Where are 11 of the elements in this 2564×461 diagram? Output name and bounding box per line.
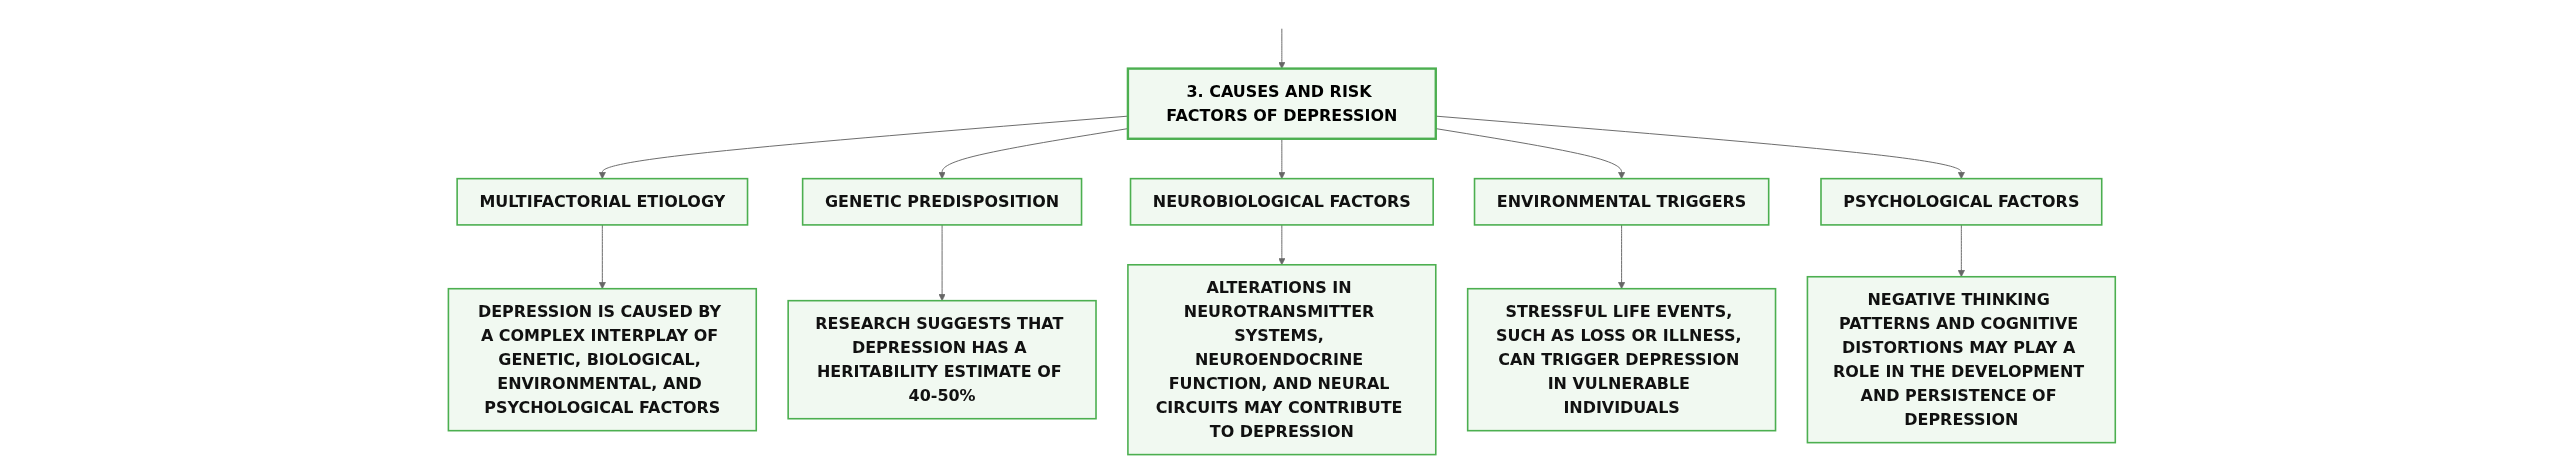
node-box: 3. CAUSES AND RISK FACTORS OF DEPRESSION (1126, 67, 1438, 140)
node-box: NEGATIVE THINKING PATTERNS AND COGNITIVE DISTORTIONS MAY PLAY A ROLE IN THE DEVELOPMENT AND PERSISTENCE OF DEPRESSION (1806, 275, 2117, 444)
node-box: RESEARCH SUGGESTS THAT DEPRESSION HAS A HERITABILITY ESTIMATE OF 40-50% (787, 299, 1097, 420)
node-box: ENVIRONMENTAL TRIGGERS (1473, 177, 1770, 226)
node-box: NEUROBIOLOGICAL FACTORS (1129, 177, 1435, 226)
node-box: DEPRESSION IS CAUSED BY A COMPLEX INTERPLAY OF GENETIC, BIOLOGICAL, ENVIRONMENTAL, AND PSYCHOLOGICAL FACTORS (447, 287, 758, 432)
node-box: PSYCHOLOGICAL FACTORS (1820, 177, 2103, 226)
node-box: ALTERATIONS IN NEUROTRANSMITTER SYSTEMS, NEUROENDOCRINE FUNCTION, AND NEURAL CIRCUITS MAY CONTRIBUTE TO DEPRESSION (1127, 264, 1437, 456)
node-box: MULTIFACTORIAL ETIOLOGY (456, 177, 749, 226)
node-box: STRESSFUL LIFE EVENTS, SUCH AS LOSS OR ILLNESS, CAN TRIGGER DEPRESSION IN VULNERABLE INDIVIDUALS (1467, 287, 1777, 432)
node-box: GENETIC PREDISPOSITION (802, 177, 1083, 226)
